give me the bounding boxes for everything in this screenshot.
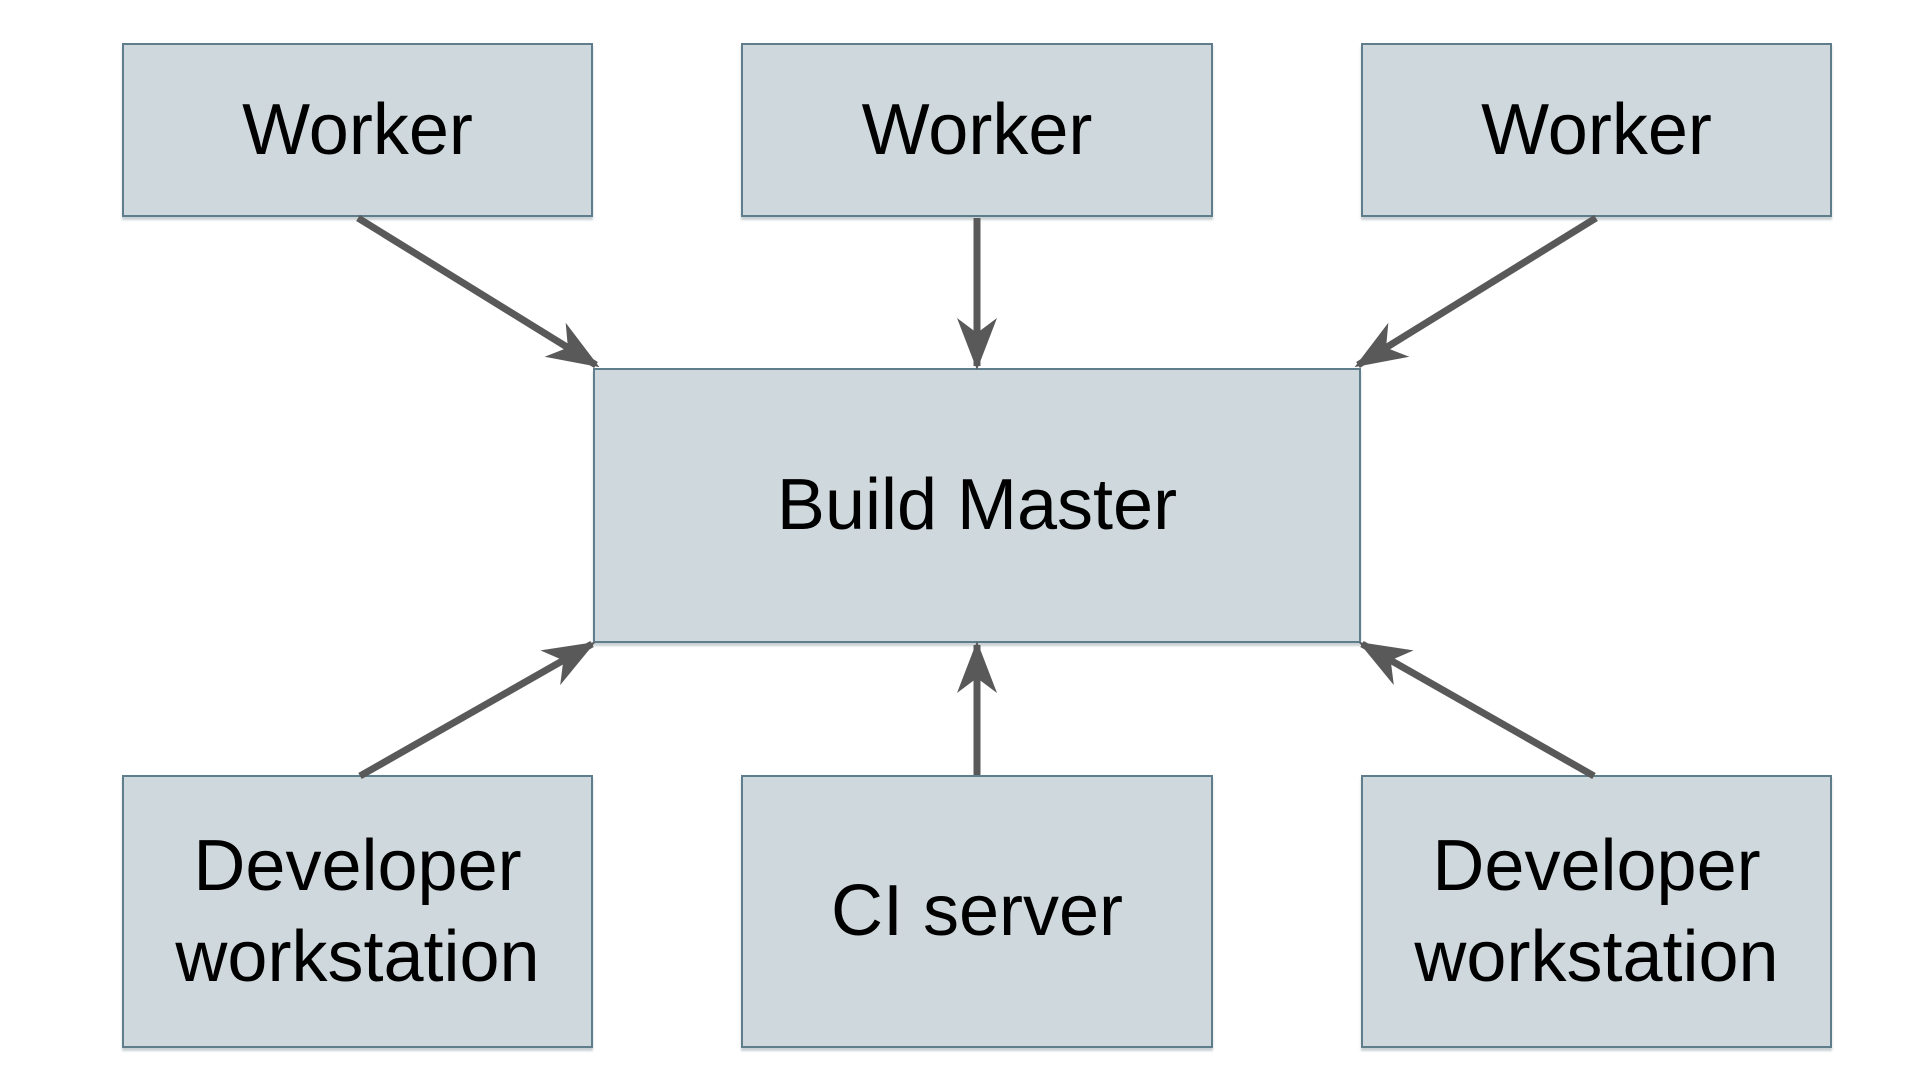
node-build-master: Build Master — [593, 368, 1361, 643]
node-developer-workstation-right-label: Developer workstation — [1414, 825, 1779, 997]
node-worker-2: Worker — [741, 43, 1213, 217]
arrow-dev-workstation-left-to-build-master — [358, 640, 596, 780]
node-worker-1: Worker — [122, 43, 593, 217]
arrow-dev-workstation-right-to-build-master — [1358, 640, 1596, 780]
node-developer-workstation-right: Developer workstation — [1361, 775, 1832, 1048]
node-ci-server: CI server — [741, 775, 1213, 1048]
node-build-master-label: Build Master — [776, 465, 1178, 546]
node-worker-2-label: Worker — [861, 89, 1093, 170]
node-worker-3: Worker — [1361, 43, 1832, 217]
arrow-worker-right-to-build-master — [1354, 215, 1598, 368]
node-worker-3-label: Worker — [1481, 89, 1712, 170]
node-ci-server-label: CI server — [830, 871, 1124, 952]
node-developer-workstation-left: Developer workstation — [122, 775, 593, 1048]
arrow-worker-left-to-build-master — [356, 215, 600, 368]
node-worker-1-label: Worker — [242, 89, 473, 170]
node-developer-workstation-left-label: Developer workstation — [175, 825, 540, 997]
